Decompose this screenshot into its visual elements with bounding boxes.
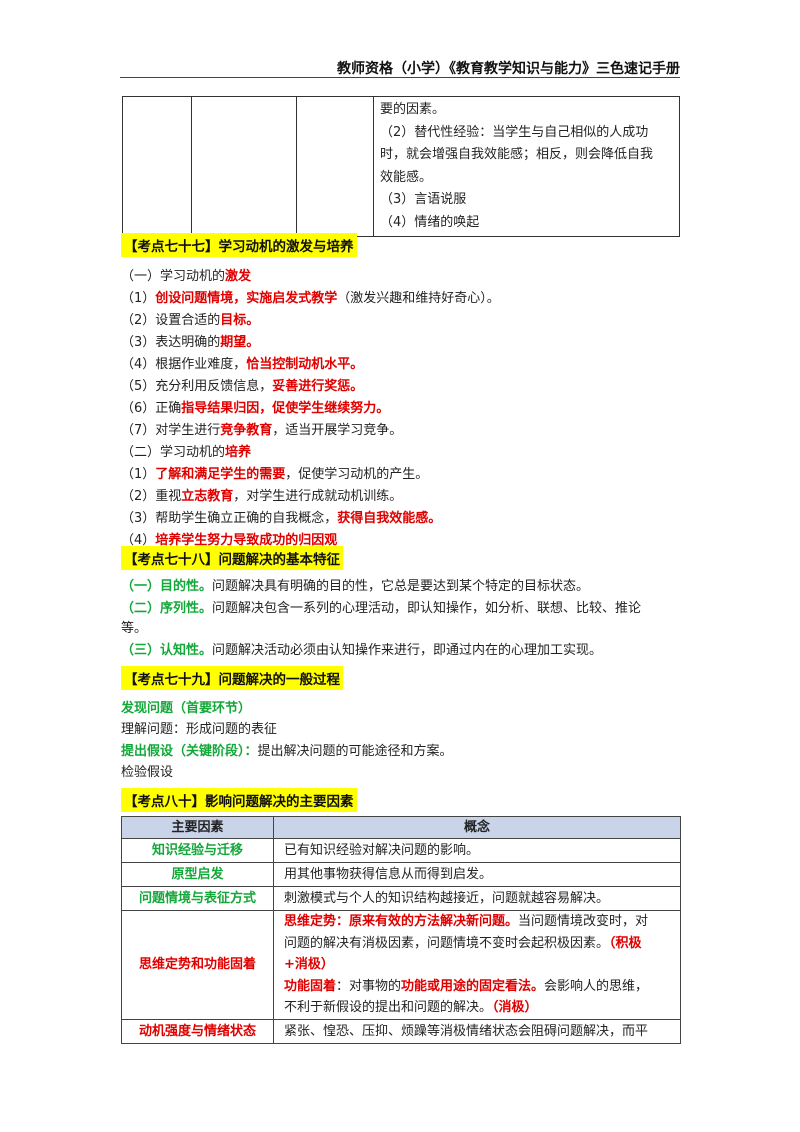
table-row: 问题情境与表征方式 刺激模式与个人的知识结构越接近，问题就越容易解决。 xyxy=(121,886,681,911)
text-line: （3）言语说服 xyxy=(380,192,467,207)
list-item: （6）正确指导结果归因，促使学生继续努力。 xyxy=(121,401,390,416)
factor-name: 思维定势和功能固着 xyxy=(121,910,274,1020)
feature-item: （一）目的性。问题解决具有明确的目的性，它总是要达到某个特定的目标状态。 xyxy=(121,579,590,594)
page-header: 教师资格（小学）《教育教学知识与能力》三色速记手册 xyxy=(337,61,680,77)
factor-name: 问题情境与表征方式 xyxy=(121,886,274,911)
table-row: 动机强度与情绪状态 紧张、惶恐、压抑、烦躁等消极情绪状态会阻碍问题解决，而平 xyxy=(121,1018,681,1044)
factor-name: 原型启发 xyxy=(121,862,274,887)
table-row: 知识经验与迁移 已有知识经验对解决问题的影响。 xyxy=(121,838,681,863)
list-item: （3）表达明确的期望。 xyxy=(121,335,260,350)
text-line: 要的因素。 xyxy=(380,102,446,117)
list-item: （5）充分利用反馈信息，妥善进行奖惩。 xyxy=(121,379,364,394)
list-item: （4）培养学生努力导致成功的归因观 xyxy=(121,533,338,548)
process-step: 发现问题（首要环节） xyxy=(121,701,252,716)
factor-concept: 紧张、惶恐、压抑、烦躁等消极情绪状态会阻碍问题解决，而平 xyxy=(273,1018,681,1044)
section-heading-80: 【考点八十】影响问题解决的主要因素 xyxy=(121,788,357,812)
list-item: （1）创设问题情境，实施启发式教学（激发兴趣和维持好奇心）。 xyxy=(121,291,500,306)
factor-concept: 思维定势：原来有效的方法解决新问题。当问题情境改变时，对 问题的解决有消极因素，… xyxy=(273,910,681,1020)
table-row: 思维定势和功能固着 思维定势：原来有效的方法解决新问题。当问题情境改变时，对 问… xyxy=(121,910,681,1020)
content-cell: 要的因素。 （2）替代性经验：当学生与自己相似的人成功 时，就会增强自我效能感；… xyxy=(373,96,680,237)
list-item: （7）对学生进行竞争教育，适当开展学习竞争。 xyxy=(121,423,403,438)
list-item: （2）设置合适的目标。 xyxy=(121,313,260,328)
process-step: 检验假设 xyxy=(121,765,174,780)
list-item: （2）重视立志教育，对学生进行成就动机训练。 xyxy=(121,489,403,504)
list-item: （4）根据作业难度，恰当控制动机水平。 xyxy=(121,357,364,372)
section-heading-77: 【考点七十七】学习动机的激发与培养 xyxy=(121,233,357,257)
factor-concept: 用其他事物获得信息从而得到启发。 xyxy=(273,862,681,887)
empty-cell xyxy=(122,96,192,237)
text-line: 时，就会增强自我效能感；相反，则会降低自我 xyxy=(380,147,654,162)
subheading-cultivate: （二）学习动机的培养 xyxy=(121,445,252,460)
column-header: 主要因素 xyxy=(121,816,274,839)
process-step: 提出假设（关键阶段）：提出解决问题的可能途径和方案。 xyxy=(121,744,453,759)
table-row: 原型启发 用其他事物获得信息从而得到启发。 xyxy=(121,862,681,887)
empty-cell xyxy=(296,96,374,237)
text-line: 效能感。 xyxy=(380,169,433,185)
factor-name: 动机强度与情绪状态 xyxy=(121,1018,274,1044)
process-step: 理解问题：形成问题的表征 xyxy=(121,722,278,737)
factors-table: 主要因素 概念 知识经验与迁移 已有知识经验对解决问题的影响。 原型启发 用其他… xyxy=(121,816,681,1044)
column-header: 概念 xyxy=(273,816,681,839)
section-heading-78: 【考点七十八】问题解决的基本特征 xyxy=(121,546,343,570)
feature-item: （三）认知性。问题解决活动必须由认知操作来进行，即通过内在的心理加工实现。 xyxy=(121,643,603,658)
factor-concept: 刺激模式与个人的知识结构越接近，问题就越容易解决。 xyxy=(273,886,681,911)
empty-cell xyxy=(191,96,297,237)
text-line: （2）替代性经验：当学生与自己相似的人成功 xyxy=(380,124,649,140)
feature-item: （二）序列性。问题解决包含一系列的心理活动，即认知操作，如分析、联想、比较、推论 xyxy=(121,601,642,616)
factor-concept: 已有知识经验对解决问题的影响。 xyxy=(273,838,681,863)
feature-item-continued: 等。 xyxy=(121,621,148,636)
factor-name: 知识经验与迁移 xyxy=(121,838,274,863)
subheading-stimulate: （一）学习动机的激发 xyxy=(121,269,252,284)
section-heading-79: 【考点七十九】问题解决的一般过程 xyxy=(121,666,343,690)
continuation-table: 要的因素。 （2）替代性经验：当学生与自己相似的人成功 时，就会增强自我效能感；… xyxy=(122,96,680,237)
text-line: （4）情绪的唤起 xyxy=(380,214,480,230)
header-divider xyxy=(120,77,680,78)
list-item: （1）了解和满足学生的需要，促使学习动机的产生。 xyxy=(121,467,429,482)
list-item: （3）帮助学生确立正确的自我概念，获得自我效能感。 xyxy=(121,511,442,526)
